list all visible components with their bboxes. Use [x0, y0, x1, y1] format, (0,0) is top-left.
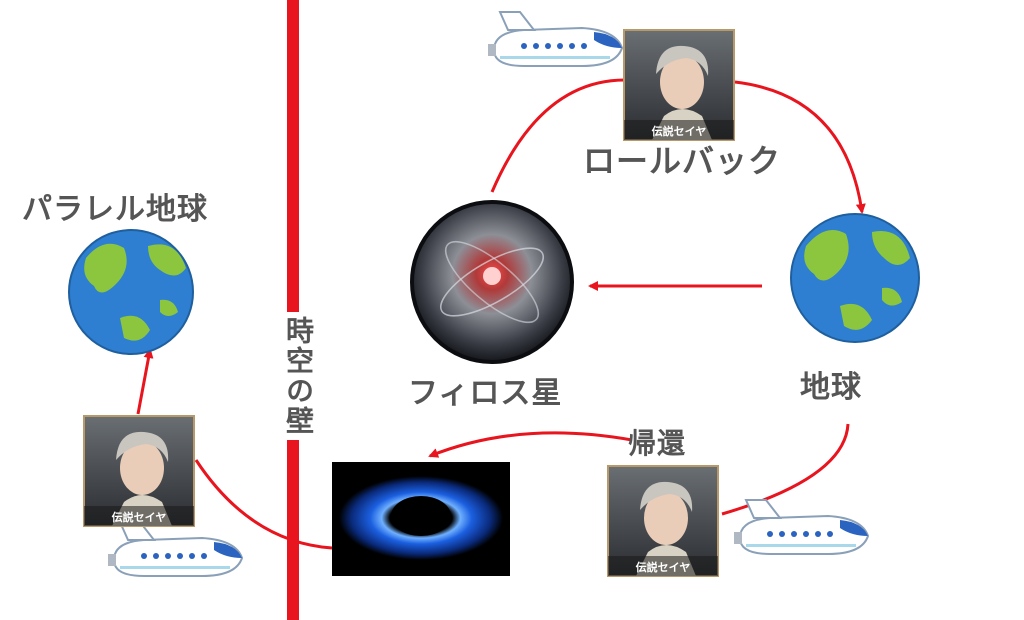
portrait-avatar: 伝説セイヤ — [623, 29, 735, 141]
black-hole-image — [332, 462, 510, 576]
arrow-return-to-blackhole — [428, 431, 633, 458]
parallel-earth-icon — [68, 229, 194, 355]
shuttle-icon — [733, 499, 869, 555]
portrait-caption: 伝説セイヤ — [112, 510, 167, 524]
portrait-caption: 伝説セイヤ — [652, 124, 707, 138]
portrait-avatar: 伝説セイヤ — [607, 465, 719, 577]
arrow-firos-to-rollback — [490, 78, 626, 193]
arrow-earth-to-return — [721, 423, 850, 516]
portrait-caption: 伝説セイヤ — [636, 560, 691, 574]
arrow-rollback-to-earth — [734, 80, 866, 214]
label-rollback: ロールバック — [583, 142, 782, 180]
arrow-blackhole-to-portrait — [194, 459, 333, 550]
label-parallel-earth: パラレル地球 — [22, 192, 208, 227]
label-earth: 地球 — [800, 370, 862, 405]
label-return: 帰還 — [628, 427, 687, 460]
shuttle-icon — [107, 521, 243, 577]
arrow-portrait-to-parallel-earth — [136, 348, 154, 415]
earth-icon — [790, 213, 920, 343]
firos-star-icon — [410, 200, 574, 364]
shuttle-icon — [487, 11, 623, 67]
spacetime-wall — [287, 0, 299, 620]
portrait-avatar: 伝説セイヤ — [83, 415, 195, 527]
label-firos-star: フィロス星 — [408, 376, 563, 411]
label-spacetime-wall: 時空の壁 — [278, 312, 318, 440]
